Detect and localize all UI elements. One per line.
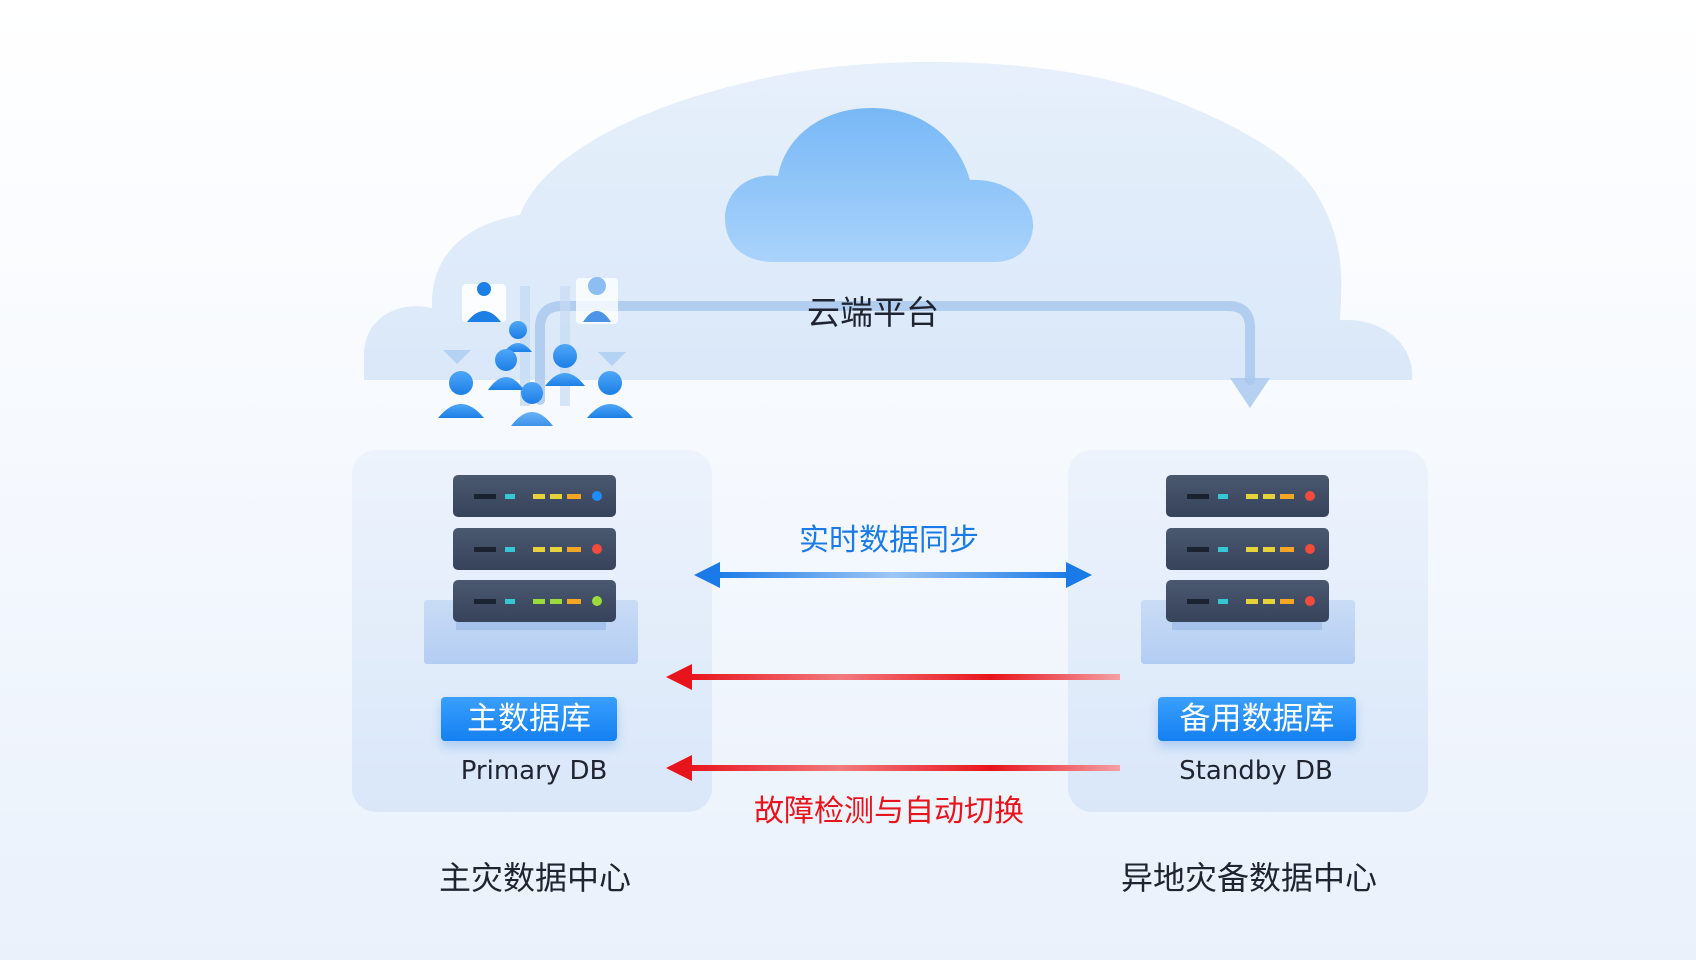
primary-datacenter-label: 主灾数据中心 — [438, 859, 632, 897]
standby-db-subtitle: Standby DB — [1179, 756, 1333, 786]
users-group-icon — [438, 277, 633, 426]
cloud-platform-label: 云端平台 — [807, 293, 939, 332]
failover-label: 故障检测与自动切换 — [754, 794, 1024, 829]
sync-label: 实时数据同步 — [799, 523, 979, 558]
failover-arrow — [666, 755, 1120, 781]
primary-db-subtitle: Primary DB — [460, 756, 608, 786]
standby-db-badge: 备用数据库 — [1158, 697, 1356, 741]
server-rack-icon — [1141, 475, 1355, 664]
failover-arrow — [666, 664, 1120, 690]
server-rack-icon — [424, 475, 638, 664]
sync-double-arrow — [694, 562, 1092, 588]
standby-datacenter-label: 异地灾备数据中心 — [1120, 859, 1378, 897]
primary-db-badge: 主数据库 — [441, 697, 617, 741]
cloud-icon — [725, 108, 1034, 262]
